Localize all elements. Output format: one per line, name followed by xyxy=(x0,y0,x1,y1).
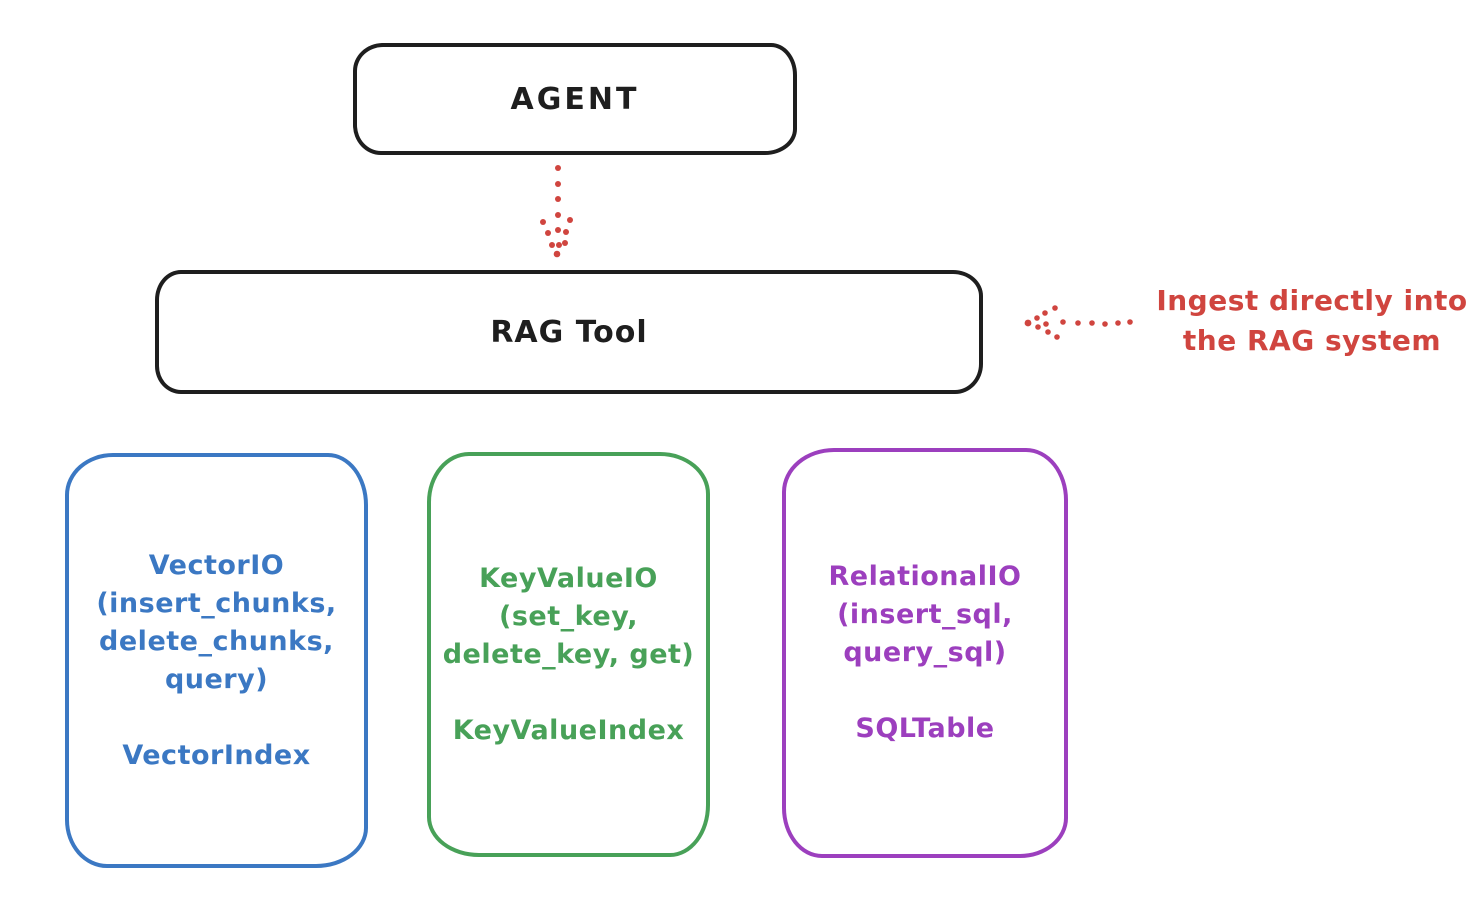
relational-io-node: RelationalIO (insert_sql, query_sql) SQL… xyxy=(782,448,1068,858)
vector-io-node: VectorIO (insert_chunks, delete_chunks, … xyxy=(65,453,368,868)
node-label-line: query_sql) xyxy=(843,637,1007,668)
rag-tool-node: RAG Tool xyxy=(155,270,983,394)
index-class-label: SQLTable xyxy=(855,713,995,744)
node-label-line: query) xyxy=(164,663,269,695)
keyvalue-io-node: KeyValueIO (set_key, delete_key, get) Ke… xyxy=(427,452,710,857)
agent-node: AGENT xyxy=(353,43,797,155)
node-label-line: RelationalIO xyxy=(828,561,1022,592)
node-label-lines: KeyValueIO (set_key, delete_key, get) xyxy=(443,560,695,674)
node-label-line: (insert_sql, xyxy=(837,599,1013,630)
annotation-text: Ingest directly into the RAG system xyxy=(1140,281,1484,361)
annotation-line-1: Ingest directly into xyxy=(1156,284,1468,317)
index-class-label: VectorIndex xyxy=(122,739,311,771)
node-label-line: (insert_chunks, xyxy=(96,587,337,619)
node-label-lines: RelationalIO (insert_sql, query_sql) xyxy=(829,558,1022,672)
arrow-left-icon xyxy=(1024,305,1133,340)
node-label-line: delete_key, get) xyxy=(442,638,695,670)
index-class-label: KeyValueIndex xyxy=(452,714,685,746)
node-label-line: VectorIO xyxy=(148,549,285,581)
arrow-down-icon xyxy=(540,165,573,258)
node-label-line: (set_key, xyxy=(499,600,638,632)
node-label-line: delete_chunks, xyxy=(99,625,334,657)
node-label-lines: VectorIO (insert_chunks, delete_chunks, … xyxy=(96,547,336,699)
annotation-line-2: the RAG system xyxy=(1182,324,1442,357)
rag-tool-label: RAG Tool xyxy=(490,314,648,350)
node-label-line: KeyValueIO xyxy=(479,562,658,594)
agent-label: AGENT xyxy=(510,81,640,117)
